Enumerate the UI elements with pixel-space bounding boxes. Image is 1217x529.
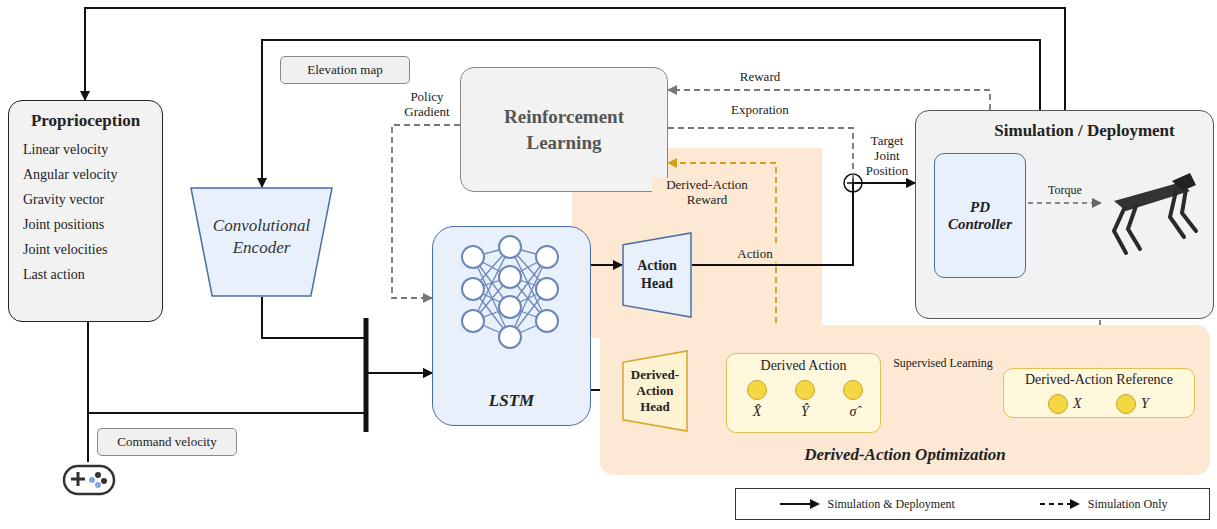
list-item: Joint velocities bbox=[23, 237, 148, 262]
connector bbox=[591, 264, 622, 266]
tag-box: Elevation map bbox=[280, 56, 410, 84]
legend-text: Simulation Only bbox=[1088, 497, 1168, 512]
node-title: Derived Action bbox=[761, 358, 847, 374]
list-item: Linear velocity bbox=[23, 137, 148, 162]
value-circle: X̂ bbox=[744, 380, 770, 426]
value-circle: X bbox=[1048, 393, 1090, 415]
list-item: Joint positions bbox=[23, 212, 148, 237]
node-title: Simulation / Deployment bbox=[994, 121, 1174, 141]
node-title: Proprioception bbox=[23, 111, 148, 131]
edge-label: Reward bbox=[725, 70, 795, 85]
head-trapezoid: Action Head bbox=[622, 232, 692, 318]
connector bbox=[262, 297, 432, 373]
process-box: Reinforcement Learning bbox=[460, 67, 668, 192]
controller-box: PD Controller bbox=[934, 153, 1026, 278]
node-title: Command velocity bbox=[117, 434, 216, 450]
node-title: LSTM bbox=[489, 391, 534, 411]
legend-line-sample bbox=[1038, 498, 1082, 510]
head-trapezoid: Derived-Action Head bbox=[622, 350, 688, 432]
optimization-band: Derived-Action Optimization Derived-Actio… bbox=[600, 325, 1210, 475]
value-dot bbox=[843, 380, 863, 400]
value-dot bbox=[1048, 394, 1068, 414]
list-item: Gravity vector bbox=[23, 187, 148, 212]
value-circle: σ̂ bbox=[840, 380, 866, 426]
node-title: Y bbox=[1141, 396, 1149, 412]
joystick-icon bbox=[64, 466, 114, 494]
edge-label: Exporation bbox=[715, 103, 805, 118]
environment-box: Simulation / Deployment PD Controller bbox=[915, 110, 1214, 319]
value-dot bbox=[747, 380, 767, 400]
annotation-label: Torque bbox=[1035, 184, 1095, 198]
node-title: Derived-Action Head bbox=[624, 367, 686, 416]
neural-net-icon bbox=[433, 227, 588, 377]
input-panel: ProprioceptionLinear velocityAngular vel… bbox=[8, 100, 163, 322]
node-title: Elevation map bbox=[307, 62, 382, 78]
value-circle: Ŷ bbox=[792, 380, 818, 426]
connector bbox=[88, 322, 432, 413]
node-title: Ŷ bbox=[801, 404, 809, 420]
network-box: LSTM bbox=[432, 226, 591, 426]
legend-entry: Simulation Only bbox=[1038, 497, 1168, 512]
joystick-wire bbox=[87, 413, 89, 462]
node-title: Reinforcement Learning bbox=[481, 104, 647, 155]
node-title: Derived-Action Optimization bbox=[804, 445, 1006, 465]
edge-label: Policy Gradient bbox=[396, 90, 458, 120]
node-title: σ̂ bbox=[850, 404, 857, 420]
node-title: Convolutional Encoder bbox=[213, 215, 310, 259]
encoder-trapezoid: Convolutional Encoder bbox=[190, 187, 333, 297]
value-circle: Y bbox=[1116, 393, 1158, 415]
list-item: Last action bbox=[23, 262, 148, 287]
node-title: PD Controller bbox=[941, 199, 1019, 233]
reference-box: Derived-Action ReferenceX Y bbox=[1003, 368, 1195, 418]
legend-box: Simulation & Deployment Simulation Only bbox=[735, 488, 1210, 520]
legend-text: Simulation & Deployment bbox=[828, 497, 955, 512]
trapezoid-outline bbox=[622, 232, 692, 318]
annotation-label: Target Joint Position bbox=[860, 134, 914, 179]
node-title: X̂ bbox=[753, 404, 762, 420]
legend-entry: Simulation & Deployment bbox=[778, 497, 955, 512]
connector bbox=[668, 128, 915, 183]
node-title: X bbox=[1073, 396, 1082, 412]
value-dot bbox=[795, 380, 815, 400]
node-title: Derived-Action Reference bbox=[1025, 372, 1173, 388]
edge-label: Action bbox=[725, 247, 785, 262]
output-box: Derived ActionX̂ Ŷσ̂ bbox=[726, 353, 881, 433]
edge-label: Derived-Action Reward bbox=[652, 178, 762, 208]
legend-line-sample bbox=[778, 498, 822, 510]
list-item: Angular velocity bbox=[23, 162, 148, 187]
tag-box: Command velocity bbox=[97, 428, 237, 456]
value-dot bbox=[1116, 394, 1136, 414]
node-title: Action Head bbox=[626, 257, 688, 293]
edge-label: Supervised Learning bbox=[893, 357, 993, 371]
